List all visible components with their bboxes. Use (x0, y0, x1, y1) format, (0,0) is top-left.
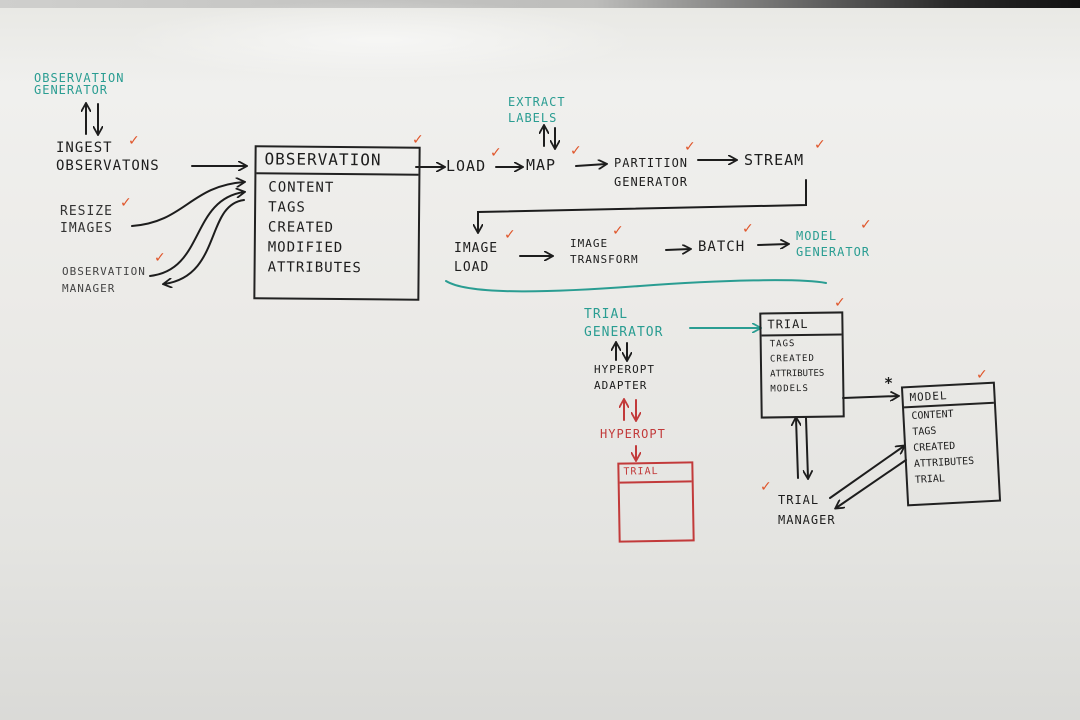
arrow-manager-to-observation (149, 192, 244, 277)
model-field-list: CONTENT TAGS CREATED ATTRIBUTES TRIAL (904, 404, 998, 487)
teal-brace (445, 279, 827, 293)
trial-generator-label: TRIAL GENERATOR (584, 307, 664, 341)
trial-field: ATTRIBUTES (770, 368, 825, 380)
hyperopt-adapter-label: HYPEROPT ADAPTER (594, 363, 655, 392)
batch-label: BATCH (698, 239, 746, 255)
check-icon: ✓ (814, 137, 826, 153)
check-icon: ✓ (760, 479, 772, 495)
arrow-batch-to-model-generator (757, 244, 788, 245)
arrow-observation-to-manager (164, 199, 245, 284)
load-label: LOAD (446, 157, 487, 175)
model-field: CREATED (912, 440, 956, 454)
hyperopt-trial-box: TRIAL (617, 461, 695, 543)
image-load-label: IMAGE LOAD (454, 241, 499, 275)
check-icon: ✓ (570, 143, 582, 159)
arrow-manager-to-trial (796, 418, 798, 479)
image-transform-label: IMAGE TRANSFORM (570, 237, 639, 266)
model-field: CONTENT (911, 408, 954, 423)
ingest-observations-label: INGEST OBSERVATONS (56, 140, 160, 174)
check-icon: ✓ (504, 227, 516, 243)
observation-generator-label: OBSERVATION GENERATOR (34, 71, 125, 97)
resize-images-label: RESIZE IMAGES (60, 204, 113, 236)
observation-field: CREATED (267, 219, 335, 236)
trial-box: TRIAL TAGS CREATED ATTRIBUTES MODELS (759, 311, 845, 419)
trial-manager-label: TRIAL MANAGER (778, 493, 836, 528)
light-glare (120, 0, 640, 80)
partition-generator-label: PARTITION GENERATOR (614, 156, 689, 189)
model-box: MODEL CONTENT TAGS CREATED ATTRIBUTES TR… (900, 381, 1002, 507)
observation-field-list: CONTENT TAGS CREATED MODIFIED ATTRIBUTES (256, 174, 419, 277)
observation-manager-label: OBSERVATION MANAGER (62, 265, 146, 295)
model-field: ATTRIBUTES (913, 455, 975, 470)
trial-field: TAGS (769, 339, 796, 350)
many-marker: * (884, 374, 895, 392)
trial-box-title: TRIAL (761, 313, 842, 337)
model-generator-label: MODEL GENERATOR (796, 229, 871, 260)
arrow-transform-to-batch (665, 249, 690, 250)
model-field: TRIAL (914, 473, 946, 486)
check-icon: ✓ (860, 217, 872, 233)
arrow-stream-to-image-load (478, 179, 807, 232)
arrow-resize-to-observation (131, 182, 244, 227)
check-icon: ✓ (834, 295, 846, 311)
arrow-trial-to-manager (806, 417, 808, 478)
extract-labels-label: EXTRACT LABELS (508, 95, 566, 126)
observation-field: MODIFIED (267, 239, 344, 257)
check-icon: ✓ (684, 139, 696, 155)
map-label: MAP (526, 156, 557, 174)
trial-field: CREATED (769, 353, 815, 365)
check-icon: ✓ (612, 223, 624, 239)
stream-label: STREAM (744, 151, 805, 169)
arrow-trial-to-model (842, 396, 898, 398)
model-field: TAGS (912, 425, 937, 438)
observation-field: ATTRIBUTES (267, 259, 362, 277)
check-icon: ✓ (742, 221, 754, 237)
observation-field: TAGS (268, 199, 306, 216)
check-icon: ✓ (120, 195, 132, 211)
check-icon: ✓ (154, 250, 166, 266)
arrow-manager-to-model (829, 446, 904, 499)
trial-field: MODELS (770, 383, 809, 395)
check-icon: ✓ (490, 145, 502, 161)
trial-field-list: TAGS CREATED ATTRIBUTES MODELS (762, 335, 843, 394)
observation-field: CONTENT (268, 179, 335, 196)
check-icon: ✓ (976, 367, 988, 383)
observation-box: OBSERVATION CONTENT TAGS CREATED MODIFIE… (253, 145, 421, 301)
arrow-model-to-manager (836, 459, 907, 508)
hyperopt-trial-box-title: TRIAL (619, 463, 692, 484)
arrow-map-to-partition (575, 164, 606, 166)
observation-box-title: OBSERVATION (256, 147, 419, 176)
check-icon: ✓ (128, 133, 140, 149)
check-icon: ✓ (412, 132, 424, 148)
hyperopt-label: HYPEROPT (600, 427, 666, 441)
